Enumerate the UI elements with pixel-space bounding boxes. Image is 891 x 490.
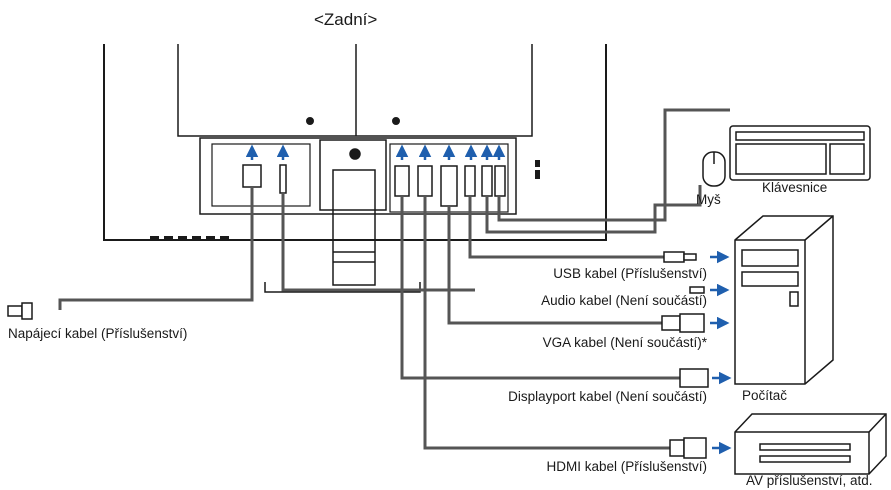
vga-cable-label: VGA kabel (Není součástí)* bbox=[542, 335, 707, 350]
device-arrows bbox=[710, 250, 732, 455]
keyboard-label: Klávesnice bbox=[762, 180, 828, 195]
keyboard-cable bbox=[497, 108, 730, 222]
mouse-cable bbox=[485, 185, 702, 234]
power-cable bbox=[58, 187, 254, 310]
computer-icon bbox=[734, 215, 834, 385]
av-device-label: AV příslušenství, atd. bbox=[746, 473, 873, 488]
mouse-icon bbox=[702, 151, 726, 187]
power-cable-label: Napájecí kabel (Příslušenství) bbox=[8, 326, 188, 341]
displayport-cable bbox=[400, 196, 680, 380]
hdmi-cable-label: HDMI kabel (Příslušenství) bbox=[546, 459, 707, 474]
vga-cable bbox=[447, 206, 662, 325]
cable-connectors bbox=[242, 164, 506, 207]
audio-cable-label: Audio kabel (Není součástí) bbox=[541, 293, 707, 308]
displayport-cable-label: Displayport kabel (Není součástí) bbox=[508, 389, 707, 404]
cables bbox=[58, 108, 730, 450]
stand-base bbox=[264, 139, 421, 293]
diagram-title: <Zadní> bbox=[314, 10, 378, 29]
keyboard-icon bbox=[729, 125, 871, 181]
bottom-buttons bbox=[150, 236, 229, 240]
end-connectors bbox=[661, 251, 709, 459]
monitor-back bbox=[103, 44, 607, 241]
hdmi-cable bbox=[423, 196, 670, 450]
computer-label: Počítač bbox=[742, 388, 788, 403]
av-device-icon bbox=[734, 413, 887, 475]
audio-cable bbox=[281, 193, 475, 292]
mouse-label: Myš bbox=[696, 192, 721, 207]
lock-icon bbox=[535, 160, 540, 179]
port-arrows bbox=[245, 144, 506, 160]
power-plug bbox=[7, 302, 33, 320]
usb-cable-label: USB kabel (Příslušenství) bbox=[553, 266, 707, 281]
usb-cable bbox=[468, 196, 664, 259]
